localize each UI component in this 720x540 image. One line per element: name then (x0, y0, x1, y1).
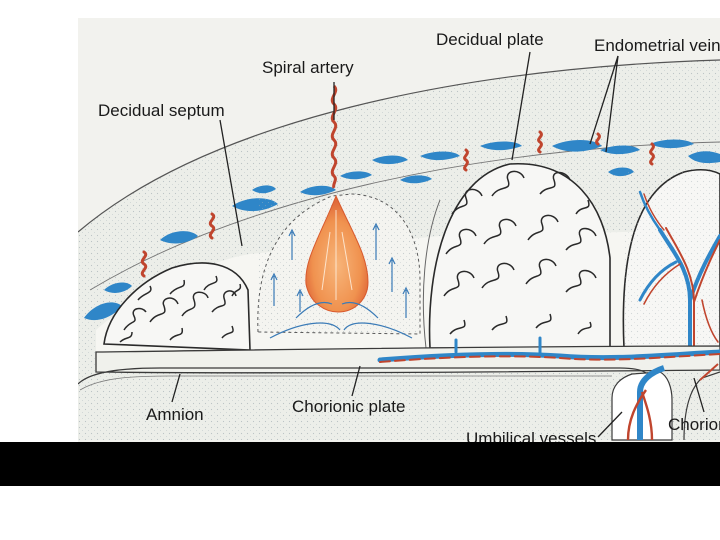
vein-icon (688, 151, 720, 164)
label-decidual-plate: Decidual plate (436, 30, 544, 49)
flow-arrow-icon (295, 301, 333, 319)
coiled-arteries (140, 130, 655, 278)
vein-icon (600, 145, 640, 155)
artery-icon (208, 212, 216, 240)
label-amnion: Amnion (146, 405, 204, 424)
label-spiral-artery: Spiral artery (262, 58, 354, 77)
uterine-surface-line (77, 59, 720, 233)
flow-arrow-icon (270, 272, 278, 306)
vein-icon (650, 139, 694, 149)
villus-cluster-right (622, 169, 720, 362)
vein-icon (552, 140, 602, 152)
decidual-plate-septum (422, 199, 441, 349)
villus-icon (103, 262, 251, 351)
intervillous-jet-zone (257, 84, 421, 339)
umbilical-vein (637, 365, 666, 440)
vein-icon (300, 185, 336, 196)
villus-cluster-center (422, 163, 611, 349)
flow-arrows (269, 222, 413, 339)
vein-icon (372, 155, 408, 165)
artery-icon (140, 250, 148, 278)
vein-icon (84, 302, 122, 321)
villous-vessel-tree (638, 190, 720, 362)
vein-icon (400, 175, 432, 184)
right-dots (624, 172, 720, 348)
flow-arrow-icon (372, 222, 380, 260)
label-endometrial-veins: Endometrial veins (594, 36, 720, 55)
chorion-vessel (699, 363, 719, 381)
vein-icon (252, 185, 276, 194)
label-chorionic-plate: Chorionic plate (292, 397, 405, 416)
flow-arrow-icon (402, 286, 410, 318)
flow-arrow-icon (341, 301, 379, 319)
villus-cluster-left (103, 262, 251, 351)
villus-icon (428, 163, 611, 349)
artery-icon (595, 132, 601, 146)
artery-icon (463, 148, 469, 172)
vein-icon (340, 171, 372, 180)
flow-arrow-icon (388, 256, 396, 292)
label-chorion: Chorion (668, 415, 720, 434)
chorionic-vessels (377, 336, 720, 363)
umbilical-artery (640, 391, 654, 441)
label-decidual-septum: Decidual septum (98, 101, 225, 120)
leader-lines (171, 51, 705, 438)
flow-arrow-icon (269, 322, 341, 339)
vein-icon (160, 231, 198, 244)
bottom-black-bar (0, 442, 720, 486)
umbilical-cord (611, 365, 673, 441)
vein-icon (420, 151, 460, 161)
artery-icon (649, 142, 655, 166)
artery-icon (537, 130, 543, 154)
flow-arrow-icon (343, 322, 413, 339)
vein-icon (480, 141, 522, 151)
amnion-inner (79, 375, 612, 391)
left-margin (0, 0, 78, 442)
spiral-artery-jet (305, 194, 369, 313)
flow-arrow-icon (296, 288, 304, 312)
flow-arrow-icon (288, 228, 296, 260)
vein-icon (104, 282, 132, 293)
